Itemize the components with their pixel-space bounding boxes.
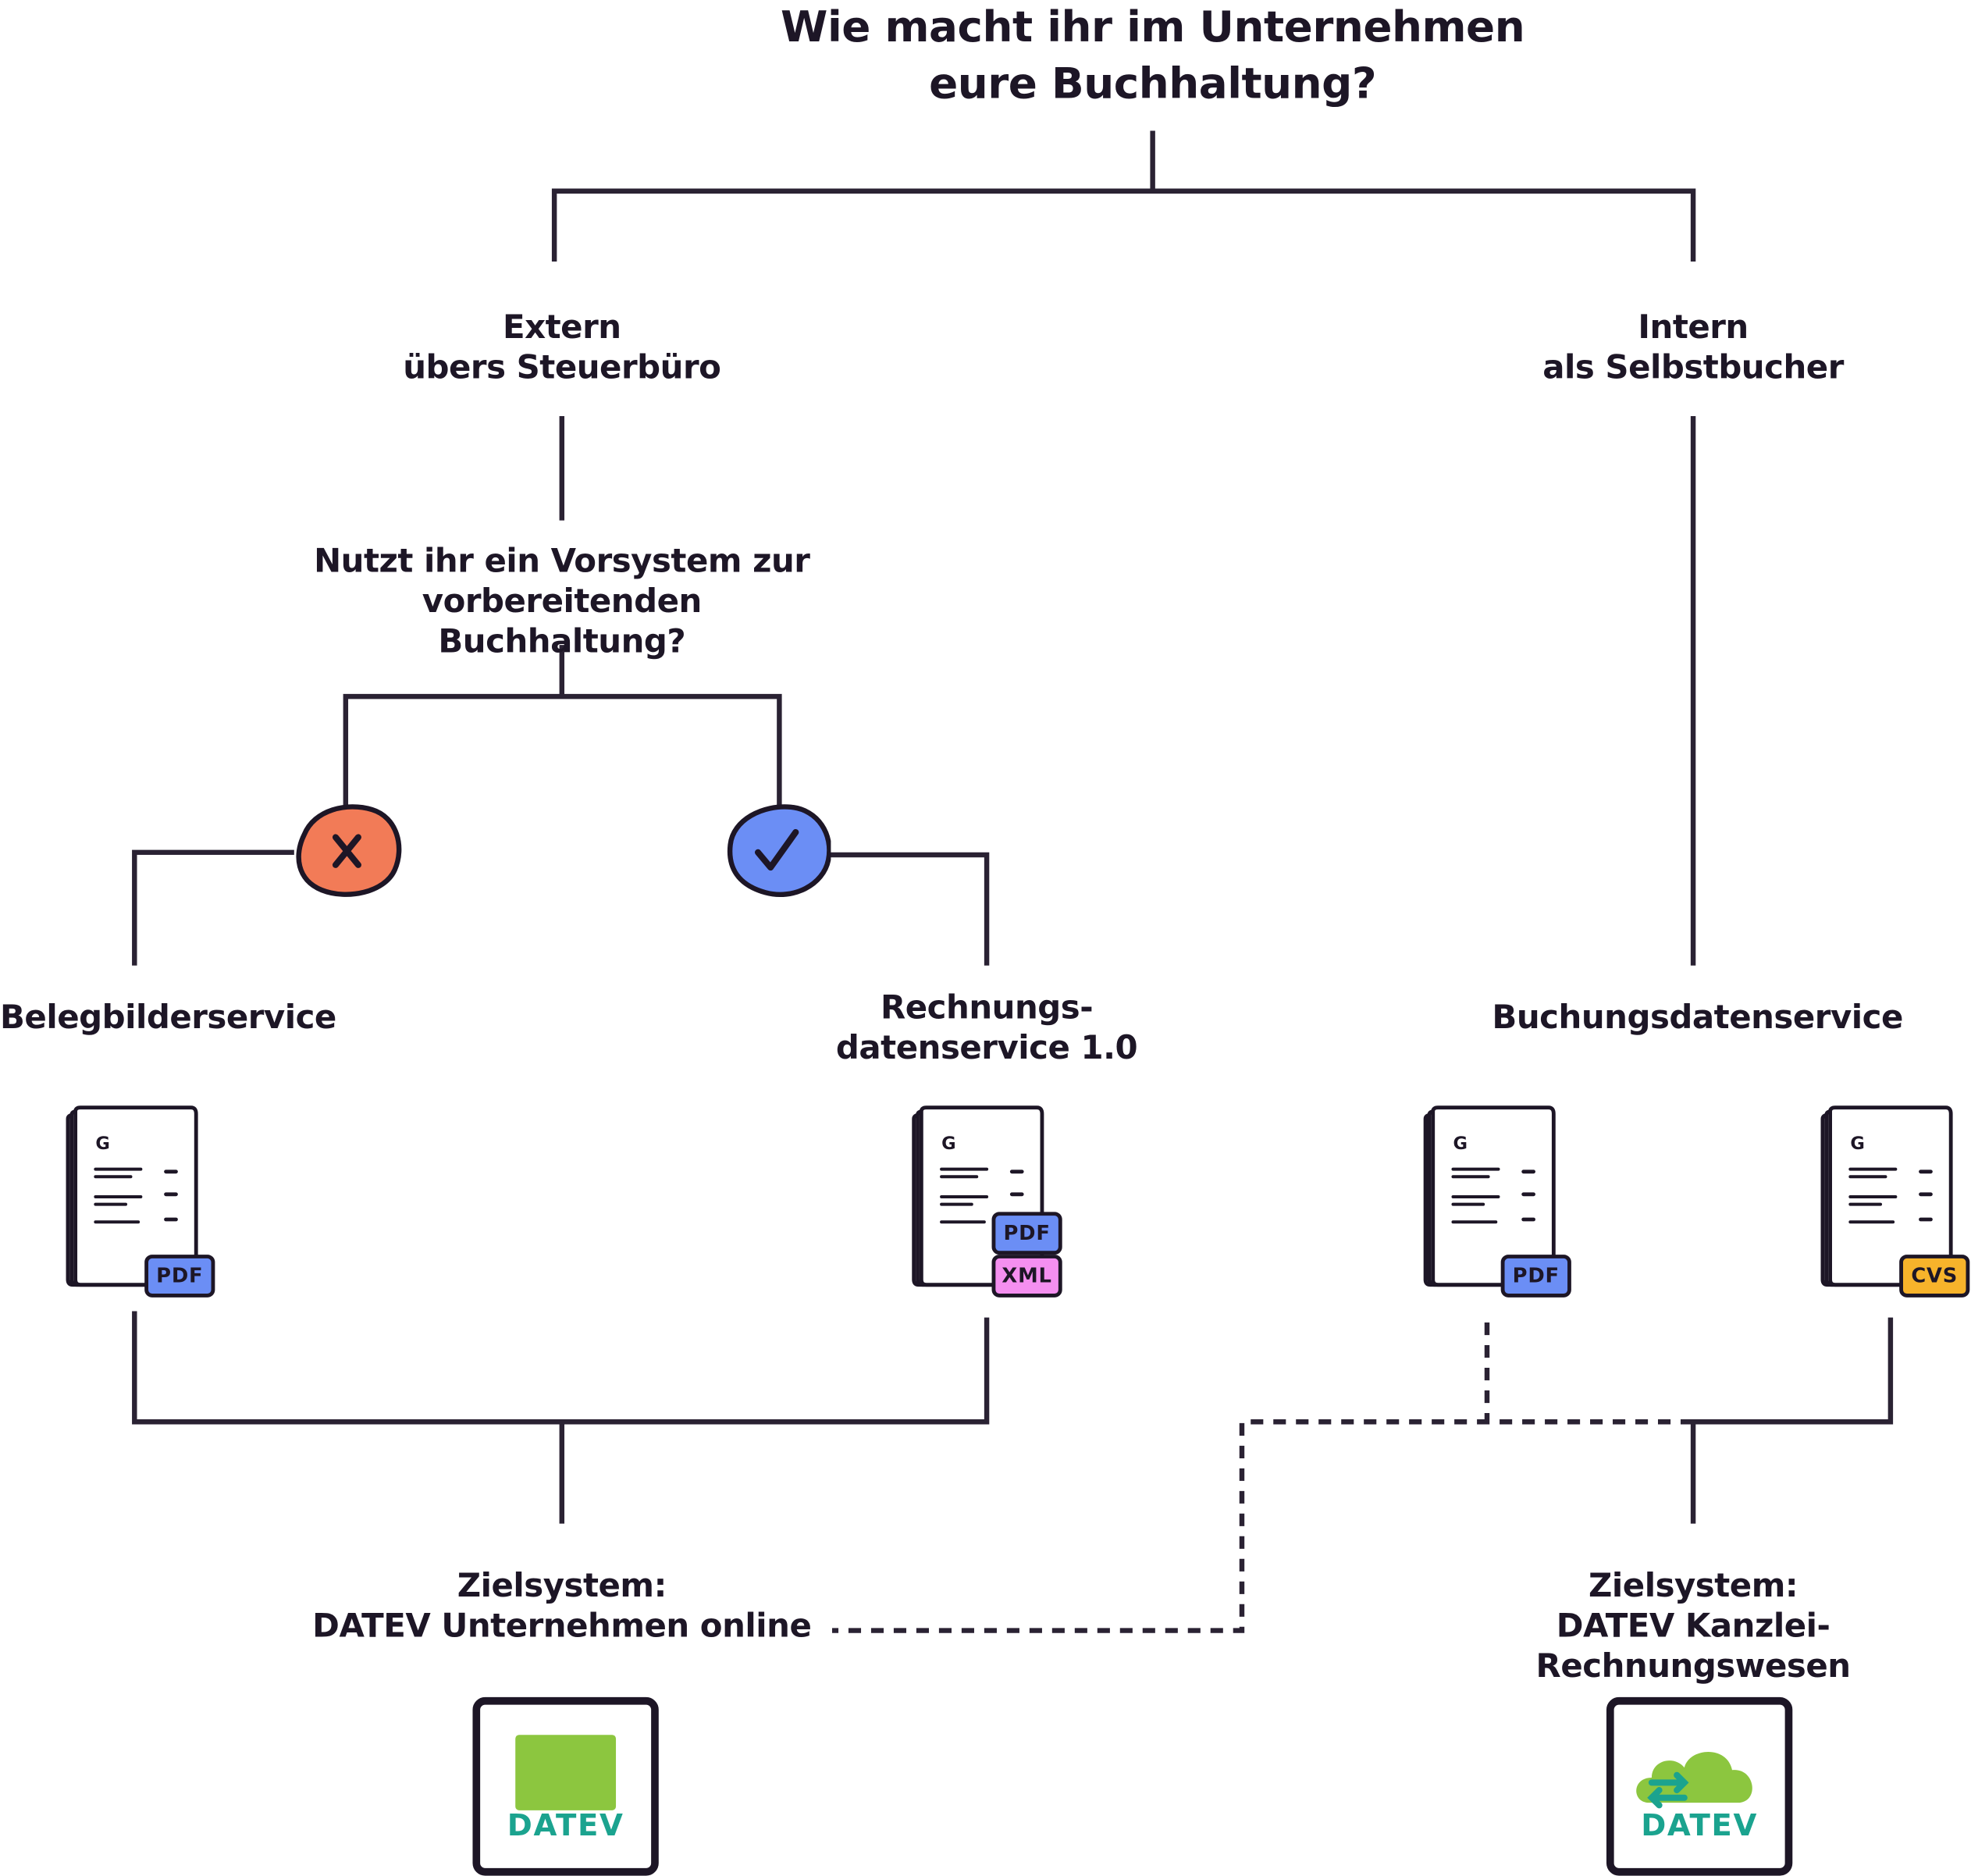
document-glyph: G — [1850, 1134, 1865, 1154]
uo-merge-connector — [132, 1311, 990, 1524]
document-glyph: G — [95, 1134, 110, 1154]
document-stack-icon: G — [1423, 1105, 1556, 1287]
document-buchungsdaten-pdf: G — [1421, 1104, 1584, 1305]
tag-buchungsdaten-pdf: PDF — [1500, 1255, 1571, 1298]
tag-belegbilder-pdf: PDF — [144, 1255, 215, 1298]
tag-rechnungsdaten-xml: XML — [991, 1255, 1062, 1298]
target-krw-label: Zielsystem: DATEV Kanzlei-Rechnungswesen — [1535, 1568, 1851, 1686]
branch-intern-label: Intern als Selbstbucher — [1542, 309, 1844, 387]
dashed-connector — [832, 1322, 1694, 1633]
tag-rechnungsdaten-pdf: PDF — [991, 1212, 1062, 1255]
green-square-icon — [515, 1735, 617, 1810]
tag-buchungsdaten-cvs: CVS — [1899, 1255, 1970, 1298]
datev-uo-logo: DATEV — [472, 1696, 659, 1876]
branch-extern-label: Extern übers Steuerbüro — [403, 309, 721, 387]
cloud-sync-icon — [1636, 1751, 1752, 1809]
document-belegbilder: G — [63, 1104, 226, 1305]
document-buchungsdaten-csv: G — [1817, 1104, 1971, 1305]
x-icon — [332, 834, 361, 868]
no-branch-connector — [132, 849, 294, 966]
datev-krw-logo: DATEV — [1606, 1696, 1793, 1876]
datev-krw-wordmark: DATEV — [1641, 1807, 1758, 1843]
service-rechnungsdaten-label: Rechnungs- datenservice 1.0 — [835, 989, 1138, 1068]
root-connector — [551, 130, 1696, 262]
document-glyph: G — [941, 1134, 956, 1154]
no-answer-badge — [292, 802, 403, 897]
yes-answer-badge — [720, 802, 832, 898]
document-stack-icon: G — [66, 1105, 198, 1287]
yes-branch-connector — [827, 852, 990, 966]
krw-merge-connector — [1690, 1317, 1894, 1524]
question-connector — [343, 645, 782, 807]
document-glyph: G — [1453, 1134, 1468, 1154]
target-uo-label: Zielsystem: DATEV Unternehmen online — [312, 1568, 812, 1646]
service-belegbilder-label: Belegbilderservice — [0, 999, 336, 1038]
page-title: Wie macht ihr im Unternehmen eure Buchha… — [781, 2, 1525, 110]
service-buchungsdaten-label: Buchungsdatenservice — [1492, 999, 1903, 1038]
document-stack-icon: G — [1820, 1105, 1953, 1287]
question-label: Nutzt ihr ein Vorsystem zur vorbereitend… — [314, 543, 810, 662]
check-icon — [754, 828, 799, 871]
datev-uo-wordmark: DATEV — [507, 1807, 624, 1843]
